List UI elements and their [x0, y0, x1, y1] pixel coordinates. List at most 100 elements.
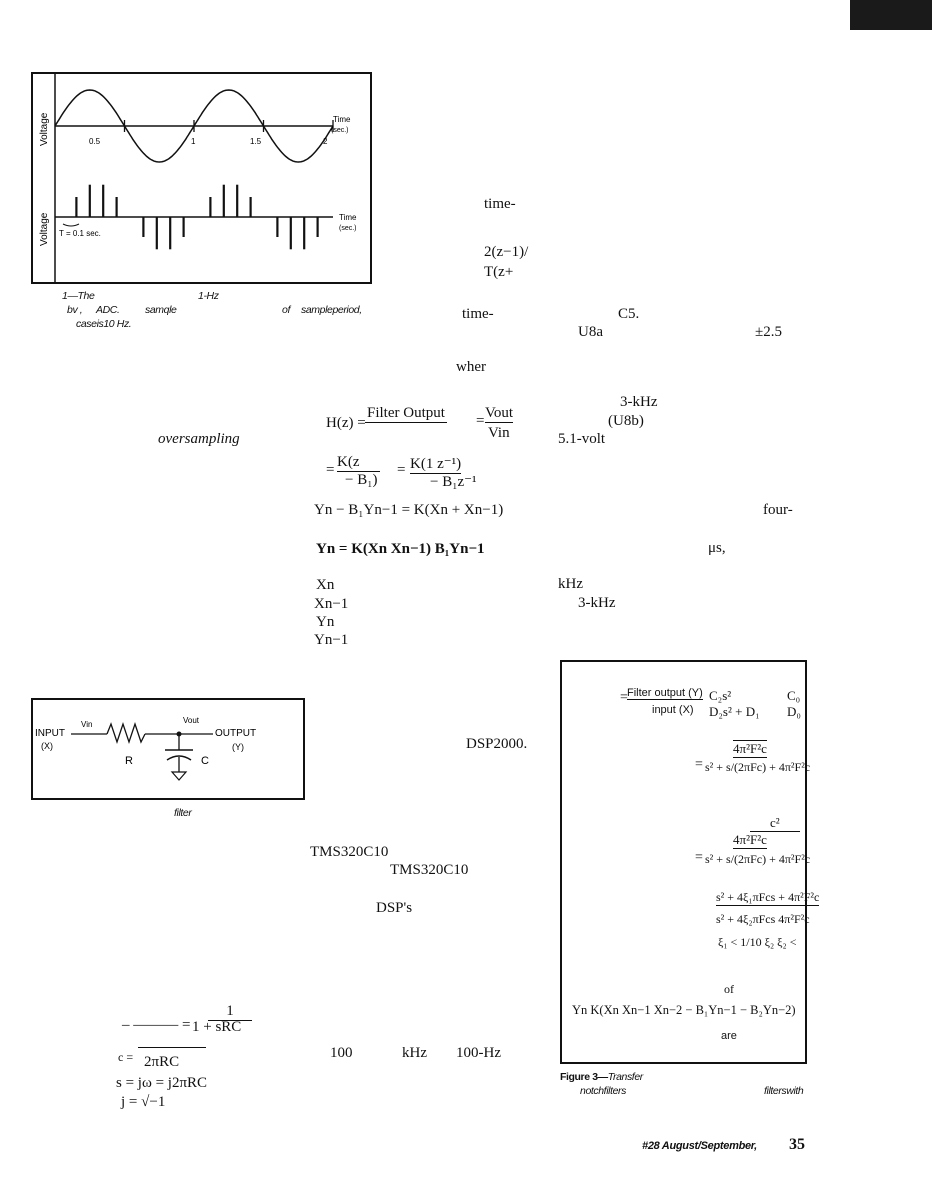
figure-2: INPUT Vin (X) Vout OUTPUT (Y) R C	[31, 698, 305, 800]
word-dsps: DSP's	[376, 900, 413, 916]
word-pm25: ±2.5	[755, 324, 782, 340]
fig3-b1-eq: =	[695, 757, 703, 772]
z-transform-1: 2(z−1)/	[484, 244, 529, 260]
bottom-time-label: Time	[339, 213, 357, 222]
resistor-symbol	[106, 721, 146, 745]
var-yn: Yn	[316, 614, 335, 630]
word-tms-2: TMS320C10	[390, 862, 469, 878]
fig3-b2-den: s² + s/(2πFc) + 4π²F²c	[705, 852, 811, 866]
difference-eq-b: Yn = K(Xn Xn−1) B₁Yn−1	[316, 541, 485, 557]
period-brace	[62, 223, 80, 227]
bottom-frac-den: 1 + sRC	[192, 1019, 242, 1035]
figure-1-caption-b: 1-Hz	[198, 290, 219, 302]
output-label: OUTPUT	[215, 728, 256, 739]
c-label: C	[201, 755, 209, 767]
fig3-den1b: D₂s² + D₁	[709, 704, 760, 719]
hz-eq-sign: =	[476, 413, 485, 429]
figure-1-caption-f: of	[282, 304, 290, 316]
fig3-b2-num: 4π²F²c	[733, 832, 767, 849]
fig3-b1-den: s² + s/(2πFc) + 4π²F²c	[705, 760, 811, 774]
hz-vout: Vout	[485, 405, 514, 423]
word-100: 100	[330, 1045, 353, 1061]
tick-label-15: 1.5	[250, 137, 262, 146]
k1-den: − B₁)	[345, 472, 378, 488]
word-khz-col3: kHz	[558, 576, 583, 592]
bottom-fraction-dash: – ——— =	[122, 1017, 191, 1033]
corner-tab	[850, 0, 932, 30]
c-equation: c =	[118, 1050, 134, 1064]
footer-issue: #28 August/September,	[642, 1140, 757, 1152]
hz-numerator: Filter Output	[365, 405, 447, 423]
figure-1-caption-c: bv ,	[67, 304, 83, 316]
c-line	[138, 1047, 206, 1048]
tick-label-2: 2	[323, 137, 328, 146]
figure-1-caption-h: caseis10 Hz.	[76, 318, 132, 330]
page-number: 35	[789, 1136, 805, 1153]
var-yn1: Yn−1	[314, 632, 349, 648]
vout-label: Vout	[183, 716, 200, 725]
fig3-notch-num: s² + 4ξ₁πFcs + 4π²F²c	[716, 890, 820, 906]
figure-2-caption: filter	[174, 807, 192, 819]
rc-circuit: INPUT Vin (X) Vout OUTPUT (Y) R C	[35, 716, 256, 781]
fig3-of: of	[724, 982, 734, 996]
figure-1-caption-a: 1—The	[62, 290, 95, 302]
fig3-eq-dash: =	[620, 690, 628, 705]
tick-label-1: 1	[191, 137, 196, 146]
word-3khz: 3-kHz	[620, 394, 658, 410]
bottom-frac-num: 1	[208, 1003, 252, 1021]
word-time-2: time-	[462, 306, 494, 322]
k2-num: K(1 z⁻¹)	[410, 456, 462, 474]
word-wher: wher	[456, 359, 486, 375]
word-100hz: 100-Hz	[456, 1045, 501, 1061]
z-transform-2: T(z+	[484, 264, 514, 280]
hz-vin: Vin	[488, 425, 510, 441]
var-xn: Xn	[316, 577, 335, 593]
figure-1-caption-g: sampleperiod,	[301, 304, 362, 316]
word-5v: 5.1-volt	[558, 431, 606, 447]
r-label: R	[125, 755, 133, 767]
figure-1-plot: Time (sec.) 0.5 1 1.5 2 Time (sec.) T = …	[39, 74, 357, 282]
bottom-time-unit: (sec.)	[339, 225, 357, 232]
s-equation: s = jω = j2πRC	[116, 1075, 208, 1091]
ground-symbol	[170, 771, 188, 781]
figure-3-caption-title: Transfer	[607, 1071, 644, 1083]
fig3-b1-num: 4π²F²c	[733, 740, 767, 758]
figure-1-caption-d: ADC.	[96, 304, 120, 316]
word-four: four-	[763, 502, 793, 518]
top-ylabel: Voltage	[39, 112, 50, 146]
tick-label-05: 0.5	[89, 137, 101, 146]
word-c5: C5.	[618, 306, 640, 322]
word-dsp2000: DSP2000.	[466, 736, 528, 752]
hz-lhs: H(z) =	[326, 415, 366, 431]
fig3-notch-den: s² + 4ξ₂πFcs 4π²F²c	[716, 912, 810, 926]
k-eq-sign: =	[326, 462, 335, 478]
top-ticks	[123, 120, 334, 132]
word-khz: kHz	[402, 1045, 427, 1061]
top-time-label: Time	[333, 115, 351, 124]
figure-3-caption-head: Figure 3—Transfer	[560, 1071, 643, 1083]
figure-1: Time (sec.) 0.5 1 1.5 2 Time (sec.) T = …	[31, 72, 372, 284]
fig3-c0: C₀	[787, 688, 801, 703]
top-time-unit: (sec.)	[331, 127, 349, 134]
word-time-1: time-	[484, 196, 516, 212]
fig3-rhs1: C₂s²	[709, 688, 732, 703]
figure-3	[560, 660, 807, 1064]
x-label: (X)	[41, 741, 53, 751]
word-u8a: U8a	[578, 324, 603, 340]
fig3-b2-eq: =	[695, 850, 703, 865]
fig3-num1: Filter output (Y)	[627, 687, 703, 700]
figure-3-caption-2: notchfilters	[580, 1085, 626, 1097]
j-equation: j = √−1	[121, 1094, 166, 1110]
sample-impulses	[75, 184, 319, 250]
input-label: INPUT	[35, 728, 65, 739]
var-xn1: Xn−1	[314, 596, 349, 612]
word-u8b: (U8b)	[608, 413, 644, 429]
figure-1-caption-e: samqle	[145, 304, 177, 316]
fig3-are: are	[721, 1030, 737, 1042]
y-label: (Y)	[232, 742, 244, 752]
capacitor-plate-bottom	[166, 755, 192, 761]
k-eq-sign-2: =	[397, 462, 406, 478]
word-us: μs,	[708, 540, 726, 556]
k1-num: K(z	[337, 454, 380, 472]
fig3-d0: D₀	[787, 704, 801, 719]
